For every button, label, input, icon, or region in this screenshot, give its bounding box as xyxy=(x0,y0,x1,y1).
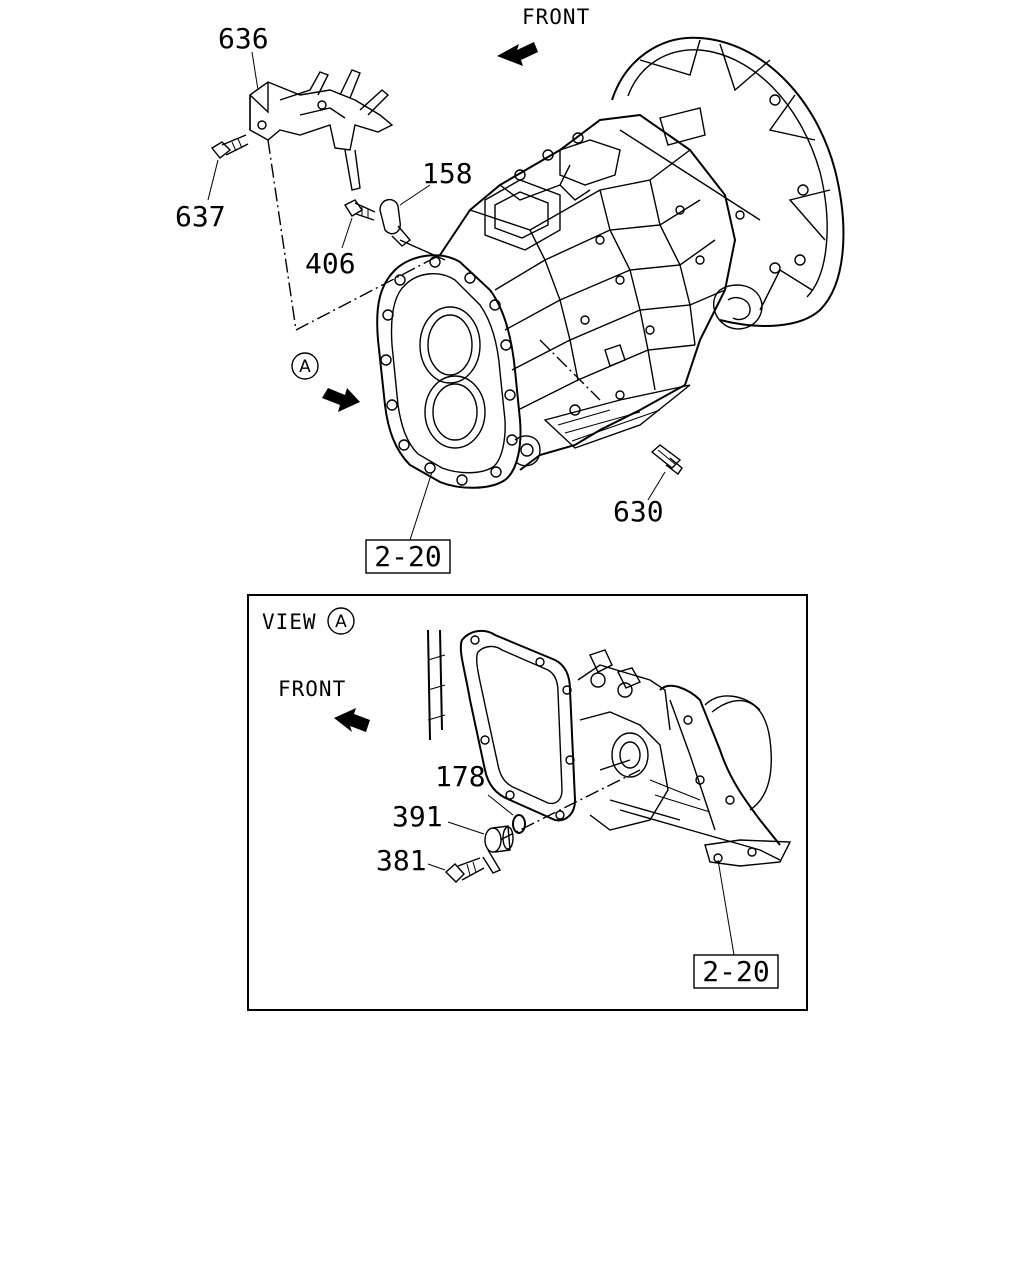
switch-630-icon xyxy=(650,444,683,476)
ref-box-view-label: 2-20 xyxy=(702,955,769,988)
front-arrow-top-icon xyxy=(497,42,538,66)
bracket-636 xyxy=(249,69,394,191)
view-a-circle-icon xyxy=(291,352,319,380)
ref-box-view xyxy=(693,954,779,989)
o-ring-178-icon xyxy=(512,814,526,834)
ref-box-main xyxy=(365,539,451,574)
view-label-circle-text: A xyxy=(335,612,347,632)
bolt-406-icon xyxy=(343,199,376,221)
bolt-381-icon xyxy=(444,857,485,883)
label-381: 381 xyxy=(376,844,427,877)
alignment-line-a1 xyxy=(267,139,297,331)
alignment-line-a2 xyxy=(295,254,441,331)
view-label: VIEW xyxy=(262,610,317,634)
leader-636 xyxy=(251,51,259,91)
sensor-391-icon xyxy=(482,825,514,874)
label-178: 178 xyxy=(435,760,486,793)
leader-406 xyxy=(341,217,353,249)
view-label-circle-icon xyxy=(327,607,355,635)
harness-line xyxy=(399,239,446,261)
view-a-case-detail xyxy=(427,629,792,867)
label-391: 391 xyxy=(392,800,443,833)
leader-178 xyxy=(487,794,514,816)
bell-housing xyxy=(611,36,845,330)
view-a-arrow-icon xyxy=(322,388,360,412)
leader-381 xyxy=(427,863,446,871)
transmission-case xyxy=(439,113,737,471)
alignment-line-630 xyxy=(539,339,601,401)
leader-630 xyxy=(647,471,666,501)
front-label-view: FRONT xyxy=(278,677,346,701)
ref-box-main-label: 2-20 xyxy=(374,540,441,573)
label-630: 630 xyxy=(613,495,664,528)
label-636: 636 xyxy=(218,22,269,55)
leader-ref-main xyxy=(409,471,433,541)
front-arrow-view-icon xyxy=(334,708,370,732)
front-label-top: FRONT xyxy=(522,5,590,29)
leader-ref-view xyxy=(717,859,735,956)
rear-cover xyxy=(376,254,541,489)
clip-158-icon xyxy=(379,199,412,247)
view-a-ref-label: A xyxy=(299,357,311,377)
bolt-637-icon xyxy=(210,134,249,159)
leader-158 xyxy=(399,184,431,206)
label-406: 406 xyxy=(305,247,356,280)
leader-637 xyxy=(207,159,219,201)
leader-391 xyxy=(447,821,485,835)
view-a-panel xyxy=(247,594,808,1011)
label-637: 637 xyxy=(175,200,226,233)
label-158: 158 xyxy=(422,157,473,190)
